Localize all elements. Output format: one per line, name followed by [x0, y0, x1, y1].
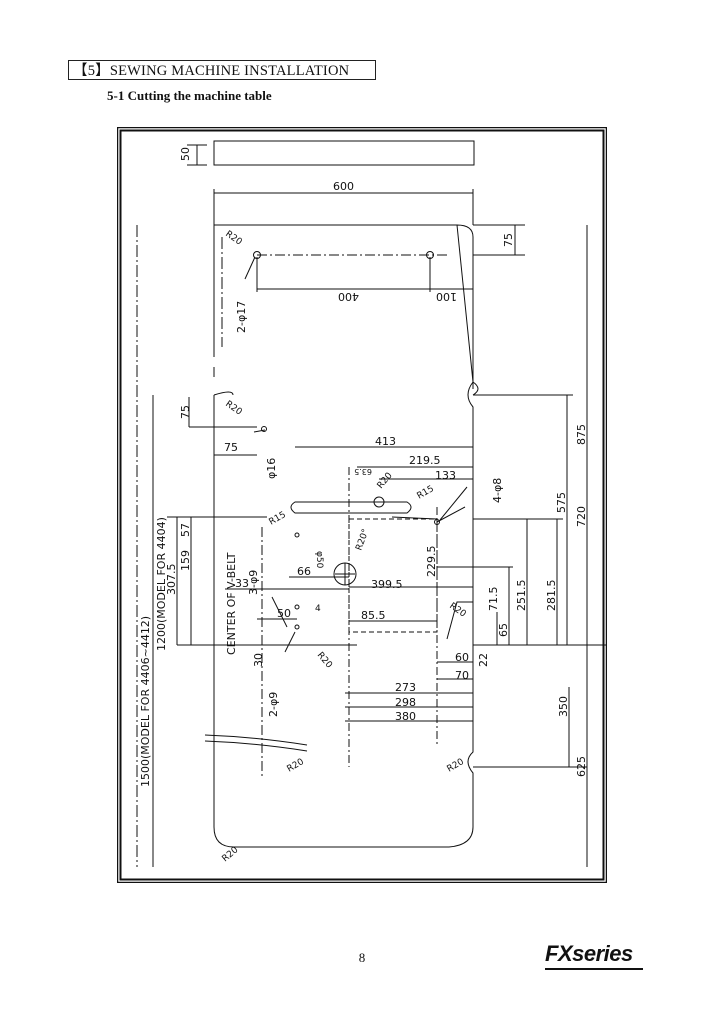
- table-outline: [213, 224, 474, 848]
- dim-30: 30: [252, 653, 265, 667]
- brand-underline: [545, 968, 643, 970]
- radius-r20-bottom-right: R20: [446, 757, 467, 775]
- dim-413: 413: [375, 435, 396, 448]
- dim-63-5: 63.5: [354, 467, 372, 476]
- dim-350: 350: [557, 696, 570, 717]
- subsection-title: 5-1 Cutting the machine table: [107, 88, 272, 103]
- dim-875: 875: [575, 424, 588, 445]
- dim-229-5: 229.5: [425, 546, 438, 578]
- drawing-frame: [117, 127, 607, 883]
- dim-100: 100: [436, 290, 457, 303]
- dim-298: 298: [395, 696, 416, 709]
- dim-400: 400: [338, 290, 359, 303]
- radius-r20-top: R20: [223, 229, 243, 248]
- section-title: 【5】SEWING MACHINE INSTALLATION: [68, 60, 376, 80]
- dim-281-5: 281.5: [545, 580, 558, 612]
- dim-50-strip: 50: [179, 147, 192, 161]
- dim-159: 159: [179, 550, 192, 571]
- dim-2phi17: 2-φ17: [235, 301, 248, 333]
- page-number: 8: [358, 950, 366, 965]
- dim-219-5: 219.5: [409, 454, 441, 467]
- dim-33: 33: [235, 577, 249, 590]
- radius-r20-bottom-left: R20: [286, 757, 307, 775]
- dim-phi50: φ50: [314, 551, 324, 569]
- dim-50-mid: 50: [277, 607, 291, 620]
- dim-85-5: 85.5: [361, 609, 386, 622]
- radius-r15-left: R15: [268, 510, 288, 528]
- radius-r20-mid: R20: [223, 399, 243, 418]
- table-strip-50: [213, 140, 475, 166]
- dim-75-left-a: 75: [179, 405, 192, 419]
- dim-66: 66: [297, 565, 311, 578]
- dim-70: 70: [455, 669, 469, 682]
- radius-r15-right: R15: [416, 484, 436, 502]
- model-1200-label: 1200(MODEL FOR 4404): [155, 517, 168, 651]
- dim-2phi9: 2-φ9: [267, 692, 280, 717]
- radius-r20-right: R20: [447, 601, 467, 620]
- dim-71-5: 71.5: [487, 587, 500, 612]
- dim-720: 720: [575, 506, 588, 527]
- radius-r20deg: R20°: [354, 528, 371, 552]
- dim-22: 22: [477, 653, 490, 667]
- dim-399-5: 399.5: [371, 578, 403, 591]
- dim-4: 4: [315, 604, 321, 614]
- dim-380: 380: [395, 710, 416, 723]
- radius-r20-hole: R20: [376, 471, 395, 491]
- model-1500-label: 1500(MODEL FOR 4406~4412): [139, 616, 152, 787]
- dim-625: 625: [575, 756, 588, 777]
- dim-251-5: 251.5: [515, 580, 528, 612]
- center-of-vbelt-label: CENTER OF V-BELT: [225, 552, 238, 655]
- dim-3phi9: 3-φ9: [247, 570, 260, 595]
- slot-r15: [290, 501, 412, 514]
- hole-top-center: [373, 496, 385, 508]
- dim-273: 273: [395, 681, 416, 694]
- dim-575: 575: [555, 492, 568, 513]
- dim-65: 65: [497, 623, 510, 637]
- dim-133: 133: [435, 469, 456, 482]
- radius-r20-corner: R20: [221, 845, 241, 864]
- brand-logo: FXseries: [545, 941, 633, 966]
- radius-r20-lowleft: R20: [315, 651, 334, 671]
- dim-307-5: 307.5: [165, 564, 178, 596]
- dim-57: 57: [179, 523, 192, 537]
- dim-75-top: 75: [502, 233, 515, 247]
- dim-75-left-b: 75: [224, 441, 238, 454]
- break-line: [204, 734, 308, 746]
- dim-600: 600: [333, 180, 354, 193]
- dim-4phi8: 4-φ8: [491, 478, 504, 503]
- drawing-frame-inner: [119, 129, 605, 881]
- dim-phi16: φ16: [265, 458, 278, 479]
- machine-table-cutting-drawing: 50 600 75 400 100 2-φ17 75 75 φ16 413 21…: [117, 127, 607, 883]
- dim-60: 60: [455, 651, 469, 664]
